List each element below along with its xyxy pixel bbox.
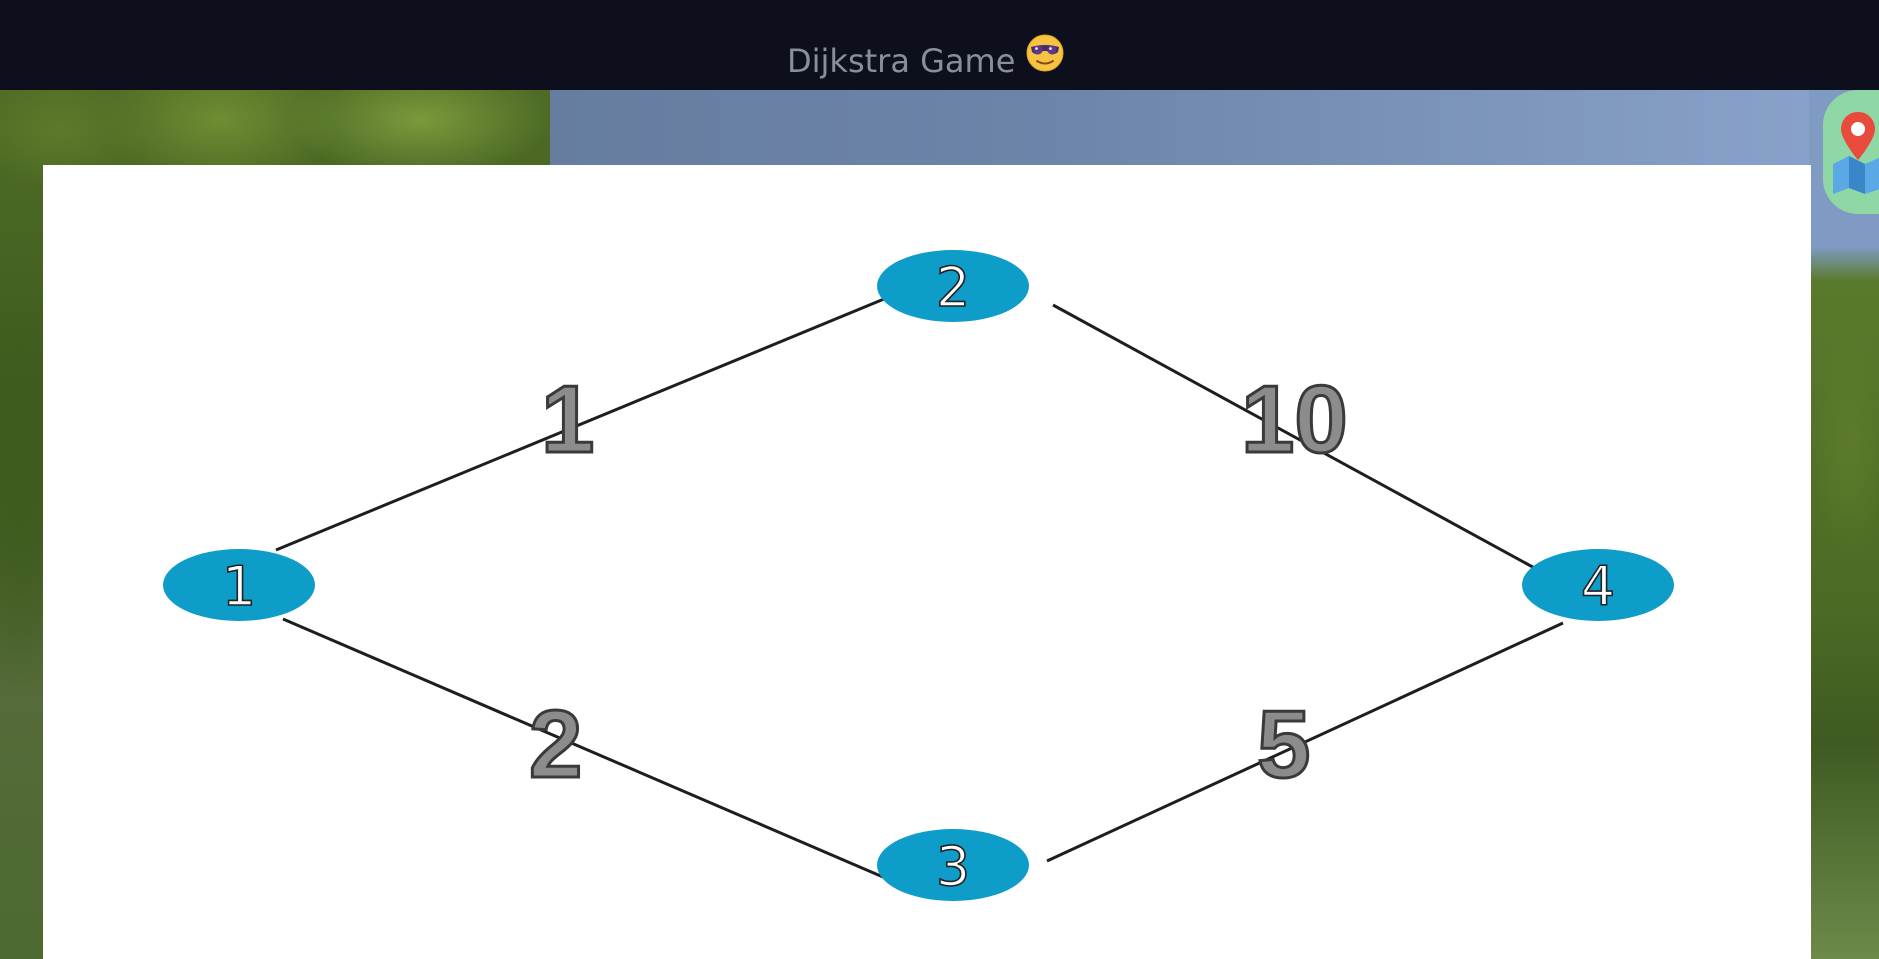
node-label-1: 1 [222, 555, 256, 618]
game-scene: 1 10 2 5 1 2 3 4 [0, 90, 1879, 959]
graph-panel: 1 10 2 5 1 2 3 4 [43, 165, 1811, 959]
edge-weight-1-3: 2 [529, 691, 582, 798]
top-bar: Dijkstra Game [0, 0, 1879, 90]
edge-weight-3-4: 5 [1257, 691, 1310, 798]
graph-node-4[interactable]: 4 [1522, 549, 1674, 621]
edge-1-3 [282, 617, 884, 879]
graph-node-2[interactable]: 2 [877, 250, 1029, 322]
node-label-4: 4 [1581, 555, 1615, 618]
tree-foliage-right [1809, 90, 1879, 959]
title-text: Dijkstra Game [787, 42, 1016, 80]
graph-diagram: 1 10 2 5 1 2 3 4 [163, 250, 1674, 901]
map-pin-icon [1833, 112, 1879, 194]
edge-3-4 [1046, 621, 1564, 863]
edge-weight-2-4: 10 [1241, 366, 1348, 473]
node-label-2: 2 [936, 256, 970, 319]
node-label-3: 3 [936, 835, 970, 898]
graph-node-3[interactable]: 3 [877, 829, 1029, 901]
graph-node-1[interactable]: 1 [163, 549, 315, 621]
map-button[interactable] [1823, 90, 1879, 214]
page-title: Dijkstra Game [787, 33, 1065, 87]
edge-1-2 [275, 297, 885, 552]
sunglasses-emoji-icon [1025, 33, 1065, 87]
edge-2-4 [1052, 303, 1552, 579]
edge-weight-1-2: 1 [541, 366, 594, 473]
